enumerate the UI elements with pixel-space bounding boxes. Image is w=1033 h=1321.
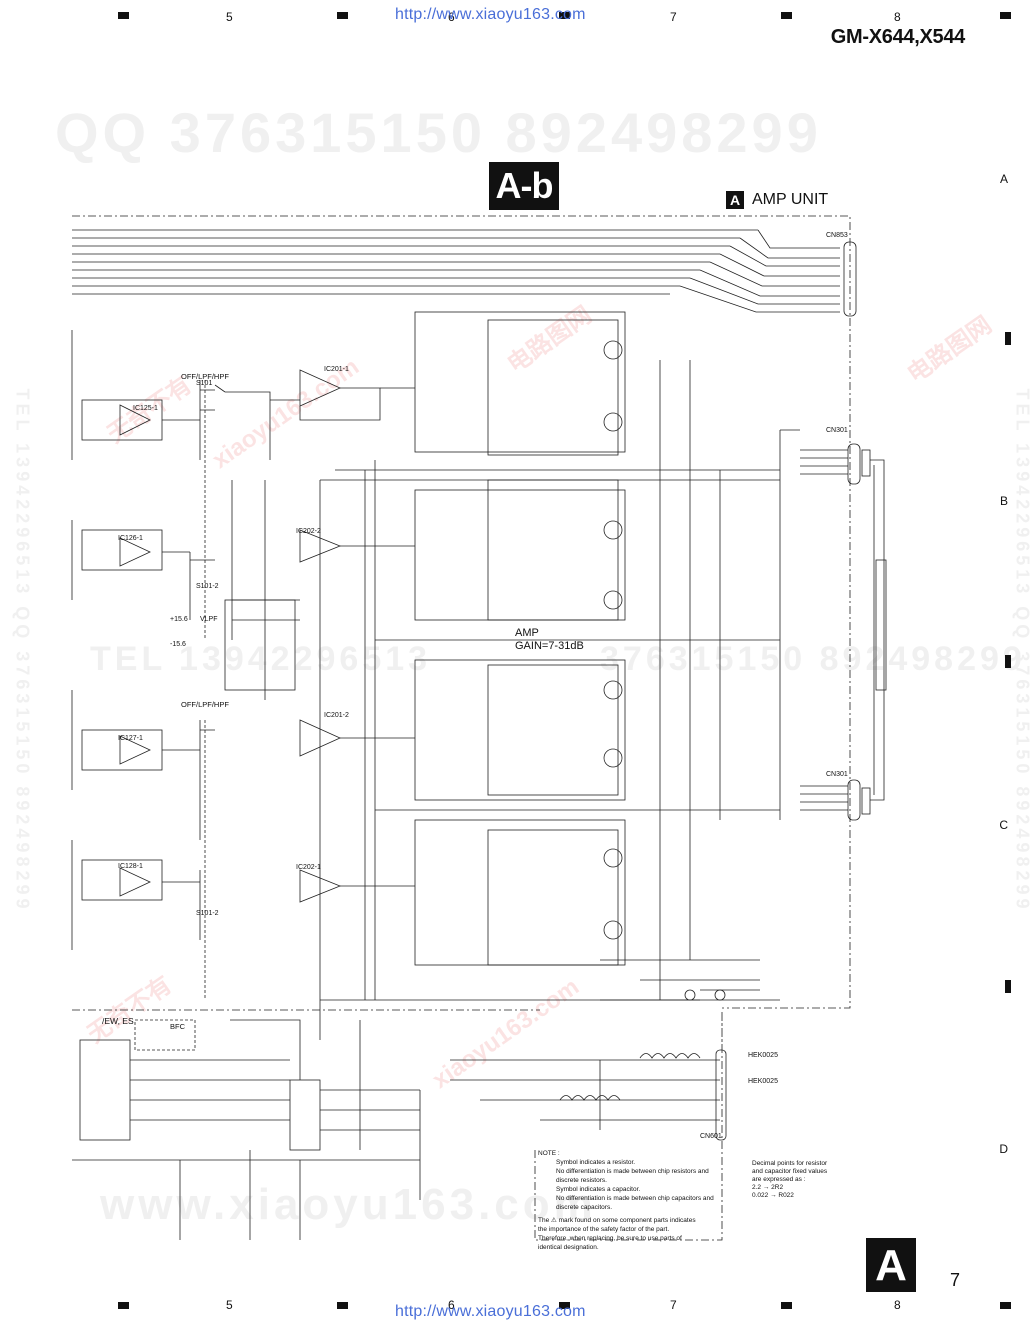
col-label-top-5: 5 [226,10,233,24]
switch-label-3: S101-2 [196,910,219,917]
supply-label-vlpf: VLPF [200,616,218,623]
note-resistor-2: No differentiation is made between chip … [556,1168,709,1175]
col-label-bottom-6: 6 [448,1298,455,1312]
note-capacitor-3: discrete capacitors. [556,1204,612,1211]
ic-label-5: IC125-1 [133,405,158,412]
top-mark-2 [337,12,348,19]
decimal-note-5: 0.022 → R022 [752,1192,794,1199]
section-title: A-b [489,162,559,210]
gain-label: GAIN=7-31dB [515,640,584,652]
note-title: NOTE : [538,1150,560,1157]
row-mark-3 [1005,980,1011,993]
col-label-top-6: 6 [448,10,455,24]
row-label-c: C [999,818,1008,832]
switch-label-1: S101 [196,380,213,387]
decimal-note-2: and capacitor fixed values [752,1168,828,1175]
decimal-note: Decimal points for resistor and capacito… [752,1160,862,1200]
page-number: 7 [950,1270,961,1290]
control-section [72,959,760,1240]
ic-label-8: IC128-1 [118,863,143,870]
row-mark-1 [1005,332,1011,345]
supply-label-neg: -15.6 [170,641,186,648]
watermark-qq-mid: 376315150 892498299 [600,640,1026,678]
row-label-b: B [999,494,1008,508]
bottom-mark-1 [118,1302,129,1309]
ew-label: /EW, ES [102,1016,134,1026]
supply-label-hek-1: HEK0025 [748,1052,778,1059]
col-label-bottom-5: 5 [226,1298,233,1312]
col-label-top-8: 8 [894,10,901,24]
ic-label-6: IC126-1 [118,535,143,542]
row-label-a: A [999,172,1008,186]
footer-section-tag: A [866,1238,916,1292]
note-safety-3: Therefore, when replacing, be sure to us… [538,1235,682,1242]
bottom-mark-4 [781,1302,792,1309]
decimal-note-4: 2.2 → 2R2 [752,1184,784,1191]
supply-label-hek-2: HEK0025 [748,1078,778,1085]
left-filter-second [71,480,415,700]
bfc-label: BFC [170,1022,185,1031]
connector-cn301-lower: CN301 [826,771,848,778]
unit-tag: A [726,191,744,209]
row-mark-2 [1005,655,1011,668]
amp-unit-heading: A AMP UNIT [726,191,828,209]
supply-label-pos: +15.6 [170,616,188,623]
note-safety-2: the importance of the safety factor of t… [538,1226,670,1233]
power-transistors [603,340,623,940]
top-mark-1 [118,12,129,19]
row-label-d: D [999,1142,1008,1156]
left-filter-fourth [71,840,415,950]
note-capacitor-1: Symbol indicates a capacitor. [556,1186,641,1193]
note-safety-1: The ⚠ mark found on some component parts… [538,1217,696,1224]
header-url[interactable]: http://www.xiaoyu163.com [395,6,586,23]
switch-label-2: S101-2 [196,583,219,590]
note-capacitor-2: No differentiation is made between chip … [556,1195,714,1202]
connector-cn601: CN601 [700,1133,722,1140]
top-mark-5 [1000,12,1011,19]
connector-cn853: CN853 [826,232,848,239]
col-label-bottom-7: 7 [670,1298,677,1312]
model-title: GM-X644,X544 [830,26,966,48]
top-mark-4 [781,12,792,19]
filter-label-1: OFF/LPF/HPF [181,372,229,381]
note-resistor-1: Symbol indicates a resistor. [556,1159,636,1166]
unit-label: AMP UNIT [752,191,829,208]
bottom-mark-3 [559,1302,570,1309]
ic-label-7: IC127-1 [118,735,143,742]
connector-cn301-upper: CN301 [826,427,848,434]
amp-channel-blocks [414,311,626,966]
bus-lines-top [72,229,840,313]
left-filter-third [71,690,415,1000]
ic-label-2: IC202-2 [296,528,321,535]
watermark-www-bottom: www.xiaoyu163.com [100,1180,597,1229]
unit-boundary-lower [72,1009,723,1241]
ic-label-1: IC201-1 [324,366,349,373]
col-label-bottom-8: 8 [894,1298,901,1312]
note-block: NOTE : Symbol indicates a resistor. No d… [538,1150,728,1253]
top-mark-3 [559,12,570,19]
note-safety-4: identical designation. [538,1244,599,1251]
power-rails [319,360,800,1040]
decimal-note-3: are expressed as : [752,1176,806,1183]
col-label-top-7: 7 [670,10,677,24]
unit-boundary [72,215,851,1009]
footer-url[interactable]: http://www.xiaoyu163.com [395,1303,586,1320]
amp-label: AMP [515,627,539,639]
ic-label-3: IC201-2 [324,712,349,719]
bottom-mark-2 [337,1302,348,1309]
note-resistor-3: discrete resistors. [556,1177,607,1184]
watermark-tel-mid: TEL 13942296513 [90,640,432,678]
ic-label-4: IC202-1 [296,864,321,871]
bottom-mark-5 [1000,1302,1011,1309]
filter-label-2: OFF/LPF/HPF [181,700,229,709]
left-filter-upper [71,330,415,640]
watermark-qq-top: QQ 376315150 892498299 [55,101,822,164]
decimal-note-1: Decimal points for resistor [752,1160,828,1167]
